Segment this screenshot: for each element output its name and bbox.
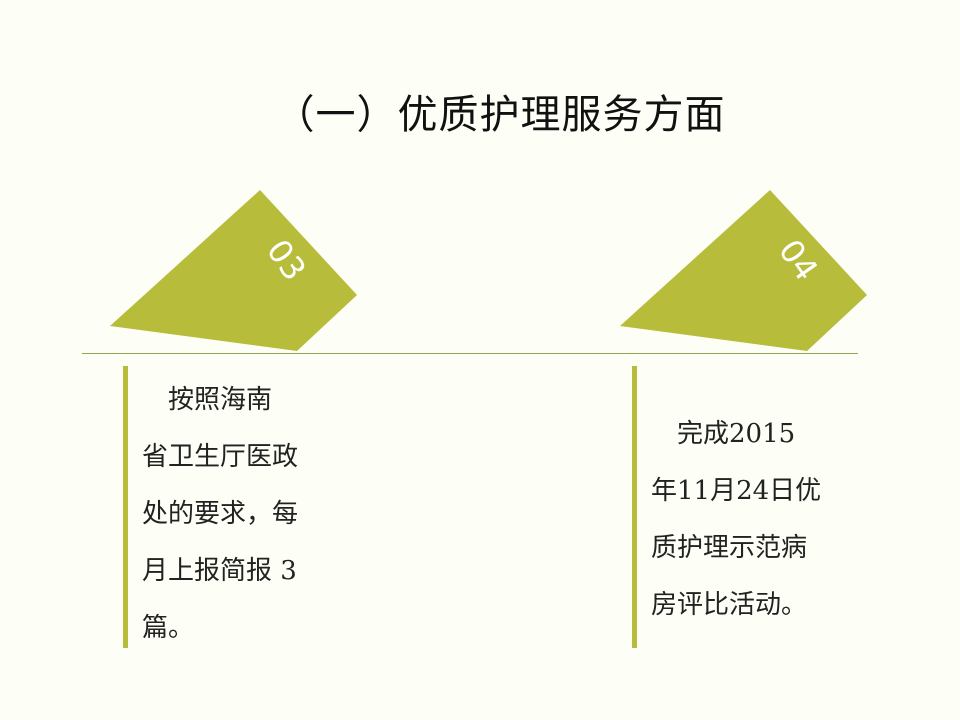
right-accent-bar	[632, 366, 637, 648]
slide-title: （一）优质护理服务方面	[274, 92, 726, 138]
triangle-shape-04	[620, 190, 870, 355]
horizontal-divider	[82, 353, 858, 354]
left-accent-bar	[123, 366, 128, 648]
item-text-04: 完成2015 年11月24日优 质护理示范病 房评比活动。	[651, 419, 822, 620]
triangle-shape-03	[110, 190, 360, 355]
item-text-03: 按照海南 省卫生厅医政 处的要求，每 月上报简报 3 篇。	[142, 385, 299, 643]
